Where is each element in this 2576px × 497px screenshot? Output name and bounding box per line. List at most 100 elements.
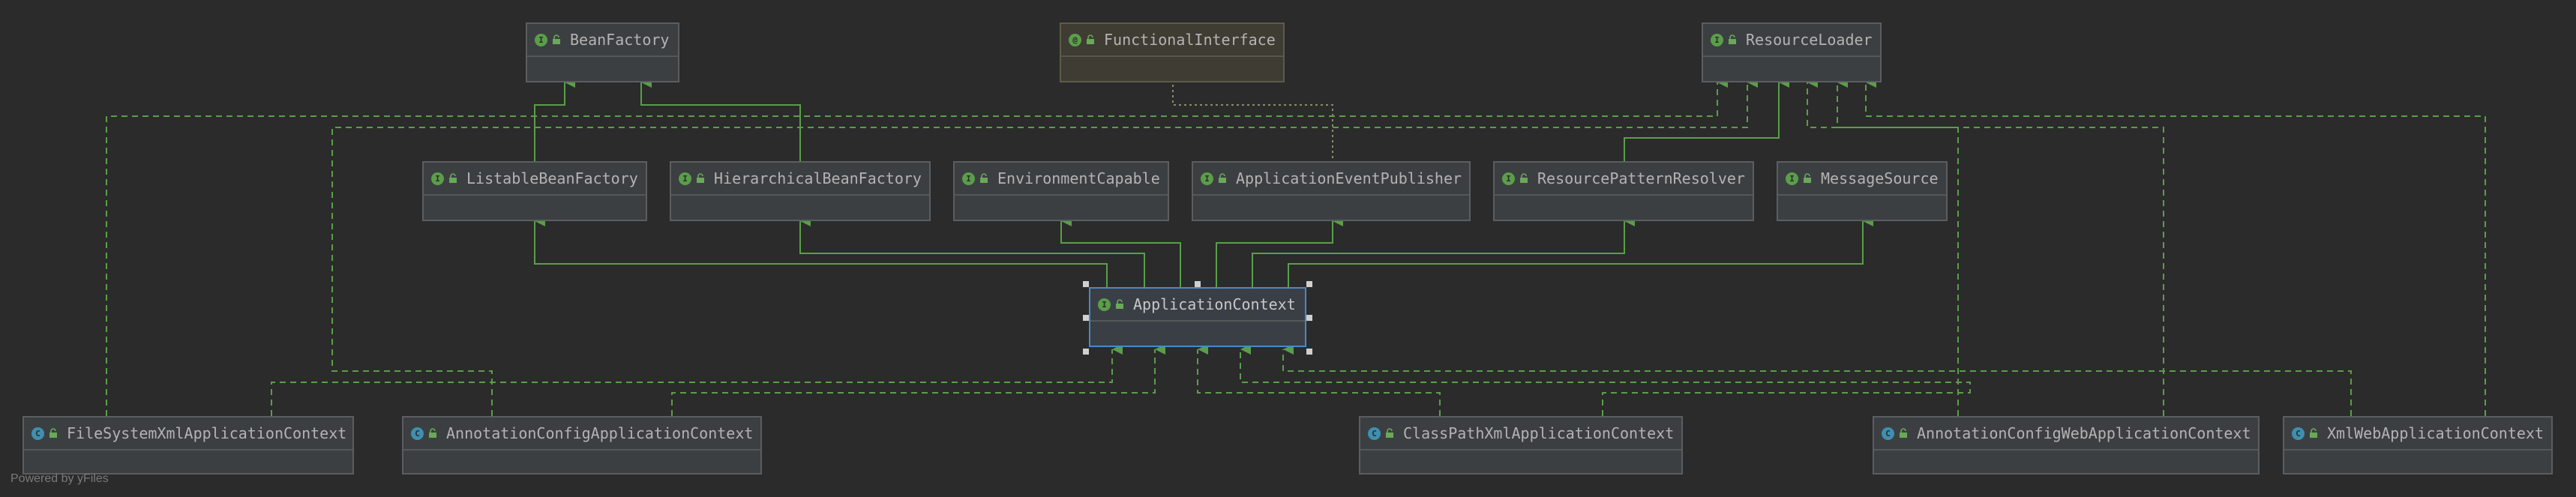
lock-icon	[1900, 428, 1907, 438]
lock-icon	[980, 173, 988, 183]
lock-icon	[429, 428, 436, 438]
lock-icon	[697, 173, 704, 183]
node-message-source[interactable]: I MessageSource	[1777, 161, 1948, 221]
node-label: ListableBeanFactory	[466, 169, 638, 187]
lock-icon	[1520, 173, 1528, 183]
edge-resourcepattern-to-resourceloader	[1624, 77, 1789, 161]
node-annotation-config-application-context[interactable]: C AnnotationConfigApplicationContext	[402, 416, 762, 475]
annotation-icon: @	[1069, 33, 1081, 46]
node-class-path-xml-application-context[interactable]: C ClassPathXmlApplicationContext	[1359, 416, 1683, 475]
node-resource-pattern-resolver[interactable]: I ResourcePatternResolver	[1493, 161, 1754, 221]
lock-icon	[2310, 428, 2317, 438]
interface-icon: I	[1201, 172, 1213, 185]
node-header: @ FunctionalInterface	[1061, 24, 1283, 57]
edge-ac-to-resourcepattern	[1252, 216, 1635, 287]
node-header: C ClassPathXmlApplicationContext	[1360, 418, 1681, 451]
node-header: I BeanFactory	[527, 24, 678, 57]
node-label: EnvironmentCapable	[997, 169, 1160, 187]
node-header: I ApplicationContext	[1090, 289, 1305, 322]
node-label: AnnotationConfigApplicationContext	[446, 424, 754, 442]
interface-icon: I	[1711, 33, 1723, 46]
interface-icon: I	[1786, 172, 1798, 185]
interface-icon: I	[962, 172, 975, 185]
node-resource-loader[interactable]: I ResourceLoader	[1702, 22, 1882, 82]
edge-filesystem-to-ac	[271, 344, 1123, 416]
edge-ac-to-messagesource	[1288, 216, 1873, 287]
node-application-context[interactable]: I ApplicationContext	[1089, 287, 1306, 347]
selection-handle[interactable]	[1306, 281, 1312, 287]
edge-annotationweb-to-ac	[1240, 344, 1971, 416]
lock-icon	[1219, 173, 1226, 183]
node-header: I EnvironmentCapable	[955, 163, 1168, 196]
class-icon: C	[1368, 427, 1381, 440]
interface-icon: I	[679, 172, 691, 185]
node-label: HierarchicalBeanFactory	[714, 169, 922, 187]
node-label: AnnotationConfigWebApplicationContext	[1917, 424, 2251, 442]
class-icon: C	[411, 427, 424, 440]
class-icon: C	[31, 427, 44, 440]
node-environment-capable[interactable]: I EnvironmentCapable	[953, 161, 1169, 221]
edge-xmlweb-to-resourceloader	[1865, 77, 2486, 416]
node-header: I ResourceLoader	[1703, 24, 1880, 57]
edge-ac-to-hierarchical	[799, 216, 1145, 287]
node-label: MessageSource	[1821, 169, 1939, 187]
edge-annotationweb-to-resourceloader	[1837, 77, 2164, 416]
selection-handle[interactable]	[1306, 315, 1312, 321]
node-annotation-config-web-application-context[interactable]: C AnnotationConfigWebApplicationContext	[1873, 416, 2260, 475]
selection-handle[interactable]	[1306, 349, 1312, 355]
node-label: ResourceLoader	[1746, 31, 1873, 49]
lock-icon	[1804, 173, 1811, 183]
node-application-event-publisher[interactable]: I ApplicationEventPublisher	[1192, 161, 1471, 221]
lock-icon	[1087, 34, 1094, 44]
edge-ac-to-environment	[1060, 216, 1181, 287]
edge-annotation-functional-interface	[1172, 81, 1333, 163]
interface-icon: I	[1502, 172, 1515, 185]
edge-classpath-to-ac-left	[1197, 344, 1441, 416]
node-label: ClassPathXmlApplicationContext	[1403, 424, 1675, 442]
edge-annotationconfig-to-ac	[671, 344, 1165, 416]
node-label: XmlWebApplicationContext	[2327, 424, 2544, 442]
edge-ac-to-listable	[534, 216, 1108, 287]
edge-xmlweb-to-ac	[1282, 344, 2352, 416]
node-label: ApplicationEventPublisher	[1236, 169, 1462, 187]
edge-classpath-to-resourceloader	[1807, 77, 1959, 416]
node-header: I MessageSource	[1778, 163, 1946, 196]
selection-handle[interactable]	[1083, 315, 1089, 321]
lock-icon	[1116, 299, 1123, 309]
node-label: FileSystemXmlApplicationContext	[67, 424, 347, 442]
node-header: I ListableBeanFactory	[424, 163, 646, 196]
node-label: BeanFactory	[570, 31, 670, 49]
node-label: ResourcePatternResolver	[1537, 169, 1745, 187]
interface-icon: I	[431, 172, 444, 185]
interface-icon: I	[1098, 298, 1111, 311]
node-header: I HierarchicalBeanFactory	[671, 163, 929, 196]
lock-icon	[49, 428, 57, 438]
lock-icon	[553, 34, 560, 44]
node-label: FunctionalInterface	[1104, 31, 1276, 49]
class-icon: C	[1882, 427, 1894, 440]
node-label: ApplicationContext	[1133, 295, 1296, 313]
lock-icon	[1386, 428, 1393, 438]
node-header: I ResourcePatternResolver	[1495, 163, 1753, 196]
selection-handle[interactable]	[1195, 281, 1201, 287]
class-icon: C	[2292, 427, 2305, 440]
interface-icon: I	[535, 33, 547, 46]
edge-filesystem-to-resourceloader	[106, 77, 1728, 416]
node-hierarchical-bean-factory[interactable]: I HierarchicalBeanFactory	[670, 161, 931, 221]
node-header: C AnnotationConfigWebApplicationContext	[1874, 418, 2258, 451]
node-header: C XmlWebApplicationContext	[2284, 418, 2551, 451]
selection-handle[interactable]	[1083, 349, 1089, 355]
node-file-system-xml-application-context[interactable]: C FileSystemXmlApplicationContext	[22, 416, 354, 475]
node-header: C AnnotationConfigApplicationContext	[403, 418, 760, 451]
node-header: I ApplicationEventPublisher	[1193, 163, 1469, 196]
lock-icon	[449, 173, 457, 183]
node-bean-factory[interactable]: I BeanFactory	[526, 22, 679, 82]
powered-by-footer: Powered by yFiles	[10, 472, 109, 485]
selection-handle[interactable]	[1083, 281, 1089, 287]
node-functional-interface[interactable]: @ FunctionalInterface	[1060, 22, 1285, 82]
node-listable-bean-factory[interactable]: I ListableBeanFactory	[422, 161, 647, 221]
edge-annotationconfig-to-resourceloader	[331, 77, 1758, 416]
node-xml-web-application-context[interactable]: C XmlWebApplicationContext	[2283, 416, 2553, 475]
node-header: C FileSystemXmlApplicationContext	[24, 418, 352, 451]
